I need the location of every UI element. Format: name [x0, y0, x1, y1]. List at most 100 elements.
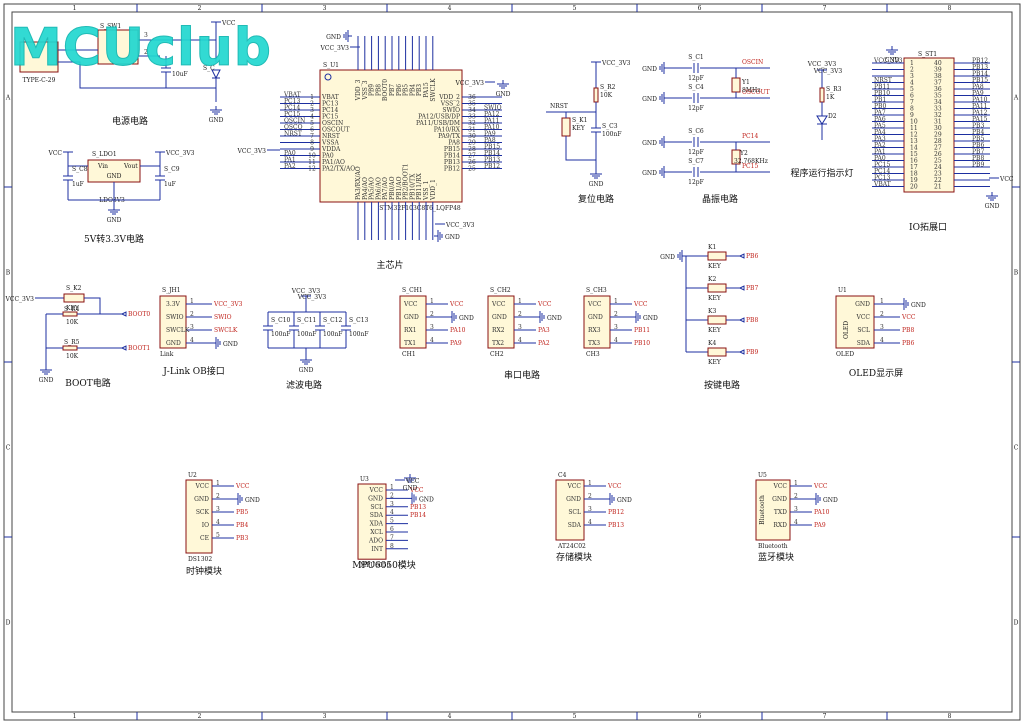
- module-pin-name: RX1: [404, 327, 417, 334]
- module-pin-name: RX3: [588, 327, 601, 334]
- key-ref: K4: [708, 340, 716, 347]
- mcu-pin-name: PA2/TX/AO: [322, 166, 355, 173]
- crystal-value: 32.768KHz: [734, 158, 768, 165]
- mcu-pin-number: 5: [310, 120, 314, 127]
- net-label: NRST: [550, 103, 568, 110]
- mcu-net-label: PA10: [484, 124, 500, 131]
- header-net-label: PA3: [874, 136, 886, 143]
- module-net-label: PB6: [902, 340, 914, 347]
- header-pin-number: 8: [910, 106, 914, 113]
- header-pin-number: 9: [910, 112, 914, 119]
- connector-part: Link: [160, 351, 174, 358]
- ground-label: GND: [419, 496, 434, 503]
- mcu-pin-number: 34: [468, 107, 476, 114]
- mcu-pin-number: 31: [468, 127, 476, 134]
- module-pin-number: 3: [794, 506, 798, 513]
- key-value: KEY: [708, 295, 722, 302]
- jlink-pin-name: 3.3V: [166, 301, 181, 308]
- mcu-pin-name: VSS_2: [440, 101, 460, 108]
- module-name: CH3: [586, 351, 600, 358]
- connector-label: TYPE-C-29: [23, 77, 56, 84]
- jlink-net-label: SWIO: [214, 314, 232, 321]
- power-label: VCC_3V3: [320, 45, 350, 52]
- push-button-pb9: [707, 347, 727, 357]
- module-pin-number: 4: [216, 519, 220, 526]
- ground-symbol: [677, 250, 686, 262]
- mcu-net-label: PB14: [484, 150, 500, 157]
- module-pin-number: 6: [390, 526, 394, 533]
- cap-ref: S_C12: [323, 317, 343, 324]
- uart-module-ch3: [583, 295, 611, 349]
- net-label: PB8: [746, 317, 758, 324]
- header-pin-number: 31: [934, 119, 942, 126]
- net-flag: [739, 253, 745, 259]
- net-label: PB7: [746, 285, 758, 292]
- module-pin-name: GND: [772, 496, 787, 503]
- module-pin-name: SDA: [568, 522, 582, 529]
- header-pin-number: 1: [910, 60, 914, 67]
- resistor-value: 10K: [66, 319, 79, 326]
- power-label: VCC_3V3: [813, 68, 843, 75]
- wire: [565, 136, 596, 161]
- header-pin-number: 2: [910, 67, 914, 74]
- mcu-pin-name: PC15: [322, 114, 338, 121]
- ground-label: GND: [589, 181, 604, 188]
- ground-symbol: [986, 192, 998, 201]
- ground-label: GND: [642, 170, 657, 177]
- mcu-pin-name: VBAT: [321, 94, 339, 101]
- module-net-label: VCC: [235, 483, 250, 490]
- connector-ref: S_JH1: [162, 287, 181, 294]
- oled-side-label: OLED: [843, 321, 850, 339]
- jlink-net-label: SWCLK: [214, 327, 238, 334]
- ground-symbol: [632, 311, 641, 323]
- module-net-label: PB13: [410, 504, 426, 511]
- header-net-label: PB11: [874, 84, 890, 91]
- ground-symbol: [210, 106, 222, 115]
- module-pin-number: 4: [880, 337, 884, 344]
- power-label: VCC_3V3: [5, 296, 35, 303]
- module-pin-number: 4: [430, 337, 434, 344]
- ground-label: GND: [459, 315, 474, 322]
- module-net-label: VCC: [409, 487, 424, 494]
- wire: [84, 297, 122, 315]
- cap-value: 12pF: [688, 149, 704, 156]
- header-net-label: PB15: [972, 77, 988, 84]
- pin-number: 2: [144, 49, 148, 56]
- mcu-ref: S_U1: [323, 62, 339, 69]
- mcu-pin-number: 9: [310, 146, 314, 153]
- mcu-pin-name: PB4: [409, 84, 416, 96]
- jlink-connector: [159, 295, 187, 349]
- oled-display: [835, 295, 875, 349]
- header-net-label: PB7: [972, 149, 984, 156]
- power-label: VCC_3V3: [297, 294, 327, 301]
- module-part: MPU6050: [360, 562, 391, 569]
- module-net-label: PB12: [608, 509, 624, 516]
- header-pin-number: 23: [934, 171, 942, 178]
- module-pin-number: 1: [518, 298, 522, 305]
- ground-label: GND: [299, 367, 314, 374]
- jlink-pin-number: 1: [190, 298, 194, 305]
- header-net-label: PC15: [874, 162, 890, 169]
- module-ref: S_CH3: [586, 287, 607, 294]
- ground-label: GND: [547, 315, 562, 322]
- block-title-ldo: 5V转3.3V电路: [84, 233, 144, 245]
- header-pin-number: 16: [910, 158, 918, 165]
- header-net-label: PA11: [972, 103, 987, 110]
- header-net-label: PA10: [972, 97, 988, 104]
- mcu-net-label: PA8: [484, 137, 496, 144]
- module-pin-name: VCC: [855, 314, 870, 321]
- mcu-pin-name: PC13: [322, 101, 338, 108]
- key-value: KEY: [66, 305, 80, 312]
- key-ref: K2: [708, 276, 716, 283]
- cap-ref: S_C4: [688, 84, 704, 91]
- mcu-pin-name: PA15: [423, 82, 430, 98]
- mcu-pin-name: PB8: [375, 84, 382, 96]
- module-pin-number: 2: [216, 493, 220, 500]
- header-net-label: PB3: [972, 123, 984, 130]
- crystal-ref: Y2: [739, 150, 748, 157]
- module-ref: U5: [758, 472, 767, 479]
- ground-label: GND: [403, 485, 418, 492]
- column-marker: 7: [823, 5, 827, 12]
- resistor-ref: S_R5: [64, 339, 80, 346]
- mcu-pin-number: 26: [468, 159, 476, 166]
